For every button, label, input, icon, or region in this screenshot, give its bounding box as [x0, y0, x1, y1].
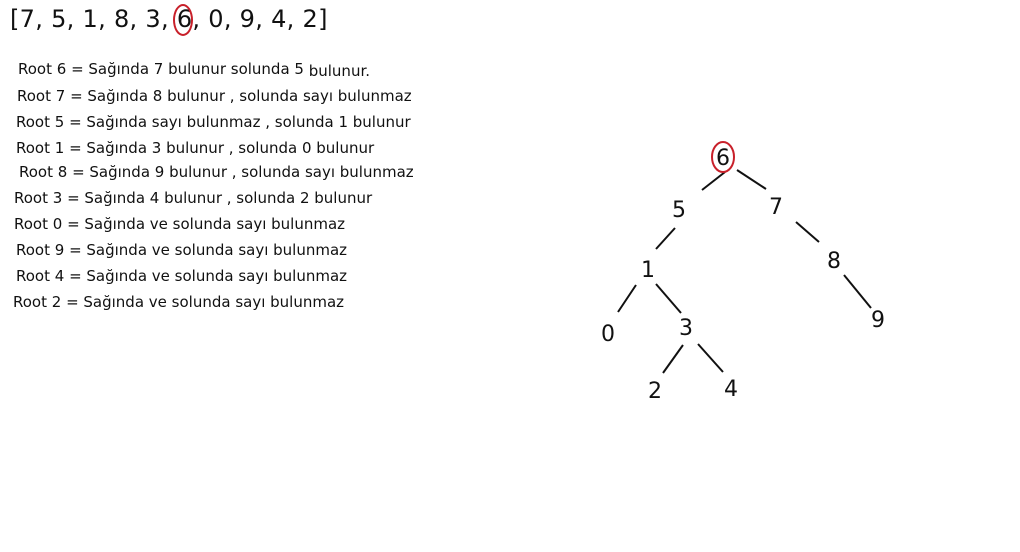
tree-node-8: 8 — [827, 249, 841, 274]
tree-node-5: 5 — [672, 198, 686, 223]
rule-root-1: Root 1 = Sağında 3 bulunur , solunda 0 b… — [16, 139, 375, 157]
tree-node-0: 0 — [601, 322, 615, 347]
rule-tail: bulunur. — [308, 62, 371, 80]
array-line: [7, 5, 1, 8, 3, 6, 0, 9, 4, 2] — [10, 4, 328, 36]
rule-root-3: Root 3 = Sağında 4 bulunur , solunda 2 b… — [14, 189, 373, 207]
edge-1-3 — [655, 283, 682, 314]
array-open-bracket: [ — [10, 5, 20, 33]
rule-root-0: Root 0 = Sağında ve solunda sayı bulunma… — [14, 215, 346, 233]
array-before-root: 7, 5, 1, 8, 3, — [19, 5, 177, 33]
tree-node-1: 1 — [641, 258, 655, 283]
rule-root-2: Root 2 = Sağında ve solunda sayı bulunma… — [13, 293, 345, 311]
array-close-bracket: ] — [318, 5, 328, 33]
edge-5-1 — [655, 227, 676, 250]
edge-1-0 — [617, 284, 637, 313]
root-highlight-circle — [711, 141, 735, 173]
rule-root-8: Root 8 = Sağında 9 bulunur , solunda say… — [19, 163, 414, 181]
edge-3-4 — [697, 343, 724, 373]
tree-node-9: 9 — [871, 308, 885, 333]
edge-6-5 — [701, 171, 726, 191]
edge-7-8 — [795, 221, 820, 243]
edge-3-2 — [662, 344, 684, 374]
edge-6-7 — [736, 169, 767, 190]
tree-node-3: 3 — [679, 316, 693, 341]
rule-root-9: Root 9 = Sağında ve solunda sayı bulunma… — [16, 241, 348, 259]
edge-8-9 — [843, 274, 872, 309]
rule-root-5: Root 5 = Sağında sayı bulunmaz , solunda… — [16, 113, 411, 131]
rule-root-4: Root 4 = Sağında ve solunda sayı bulunma… — [16, 267, 348, 285]
tree-node-7: 7 — [769, 195, 783, 220]
rule-root-7: Root 7 = Sağında 8 bulunur , solunda say… — [17, 87, 412, 105]
array-after-root: , 0, 9, 4, 2 — [192, 5, 319, 33]
rule-root-6: Root 6 = Sağında 7 bulunur solunda 5 bul… — [18, 60, 371, 80]
tree-node-2: 2 — [648, 379, 662, 404]
array-root-circled: 6 — [172, 4, 193, 36]
tree-node-4: 4 — [724, 377, 738, 402]
tree-node-6: 6 — [716, 146, 730, 171]
rule-list: Root 6 = Sağında 7 bulunur solunda 5 bul… — [0, 0, 470, 330]
